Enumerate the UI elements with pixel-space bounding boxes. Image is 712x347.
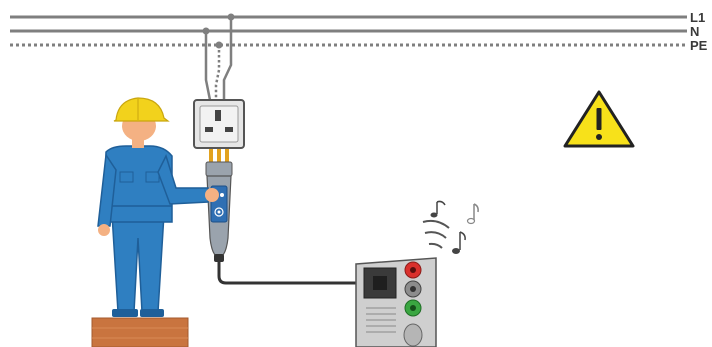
test-probe-icon xyxy=(205,149,233,259)
lead-connector xyxy=(214,254,224,262)
wire-L1 xyxy=(222,17,233,100)
wire-PE xyxy=(214,45,221,100)
wire-N xyxy=(204,31,212,101)
measuring-instrument-icon xyxy=(355,257,437,347)
label-N: N xyxy=(690,24,699,39)
test-lead xyxy=(217,258,380,285)
music-notes-icon xyxy=(430,200,479,254)
wall-socket-icon xyxy=(193,99,245,149)
label-PE: PE xyxy=(690,38,708,53)
label-L1: L1 xyxy=(690,10,705,25)
speaker-waves-icon xyxy=(422,219,450,249)
worker-figure-icon xyxy=(97,97,219,317)
warning-triangle-icon xyxy=(563,90,635,148)
brick-pedestal xyxy=(91,317,189,347)
supply-lines: L1 N PE xyxy=(10,10,708,53)
socket-connections xyxy=(202,13,235,101)
